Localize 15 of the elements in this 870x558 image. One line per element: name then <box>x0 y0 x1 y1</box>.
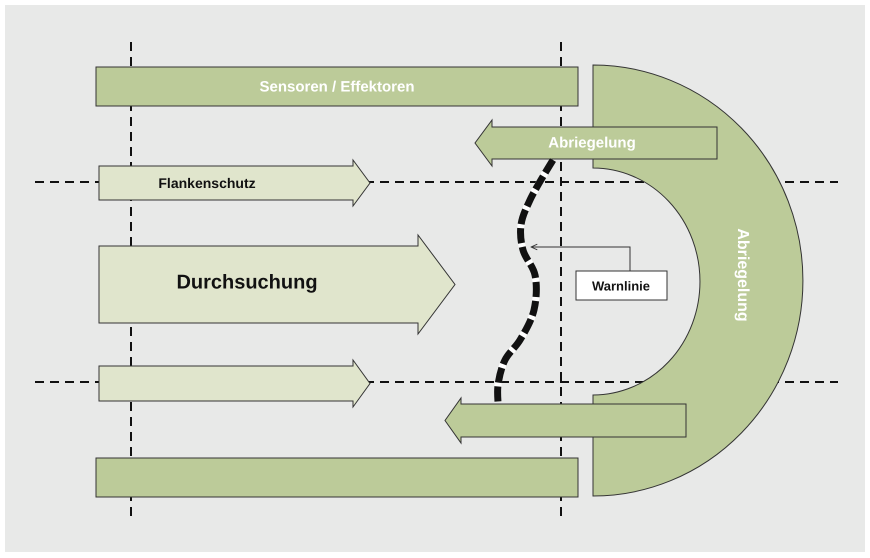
label-box <box>576 271 667 300</box>
pointed-band-shape <box>445 398 686 443</box>
pointed-band-shape <box>99 360 370 407</box>
empty-bar <box>96 458 578 497</box>
pointed-band-shape <box>475 120 717 166</box>
shape-label: Sensoren / Effektoren <box>259 78 415 96</box>
leader-line <box>530 244 630 272</box>
shape-label: Durchsuchung <box>176 272 318 294</box>
shape-label: Abriegelung <box>733 228 751 322</box>
sensor-effector-bar <box>96 67 578 106</box>
pointed-band-shape <box>99 160 370 206</box>
pointed-band-shape <box>99 235 455 334</box>
shape-label: Warnlinie <box>592 278 650 294</box>
shape-label: Abriegelung <box>548 134 636 152</box>
shape-label: Flankenschutz <box>158 175 256 191</box>
